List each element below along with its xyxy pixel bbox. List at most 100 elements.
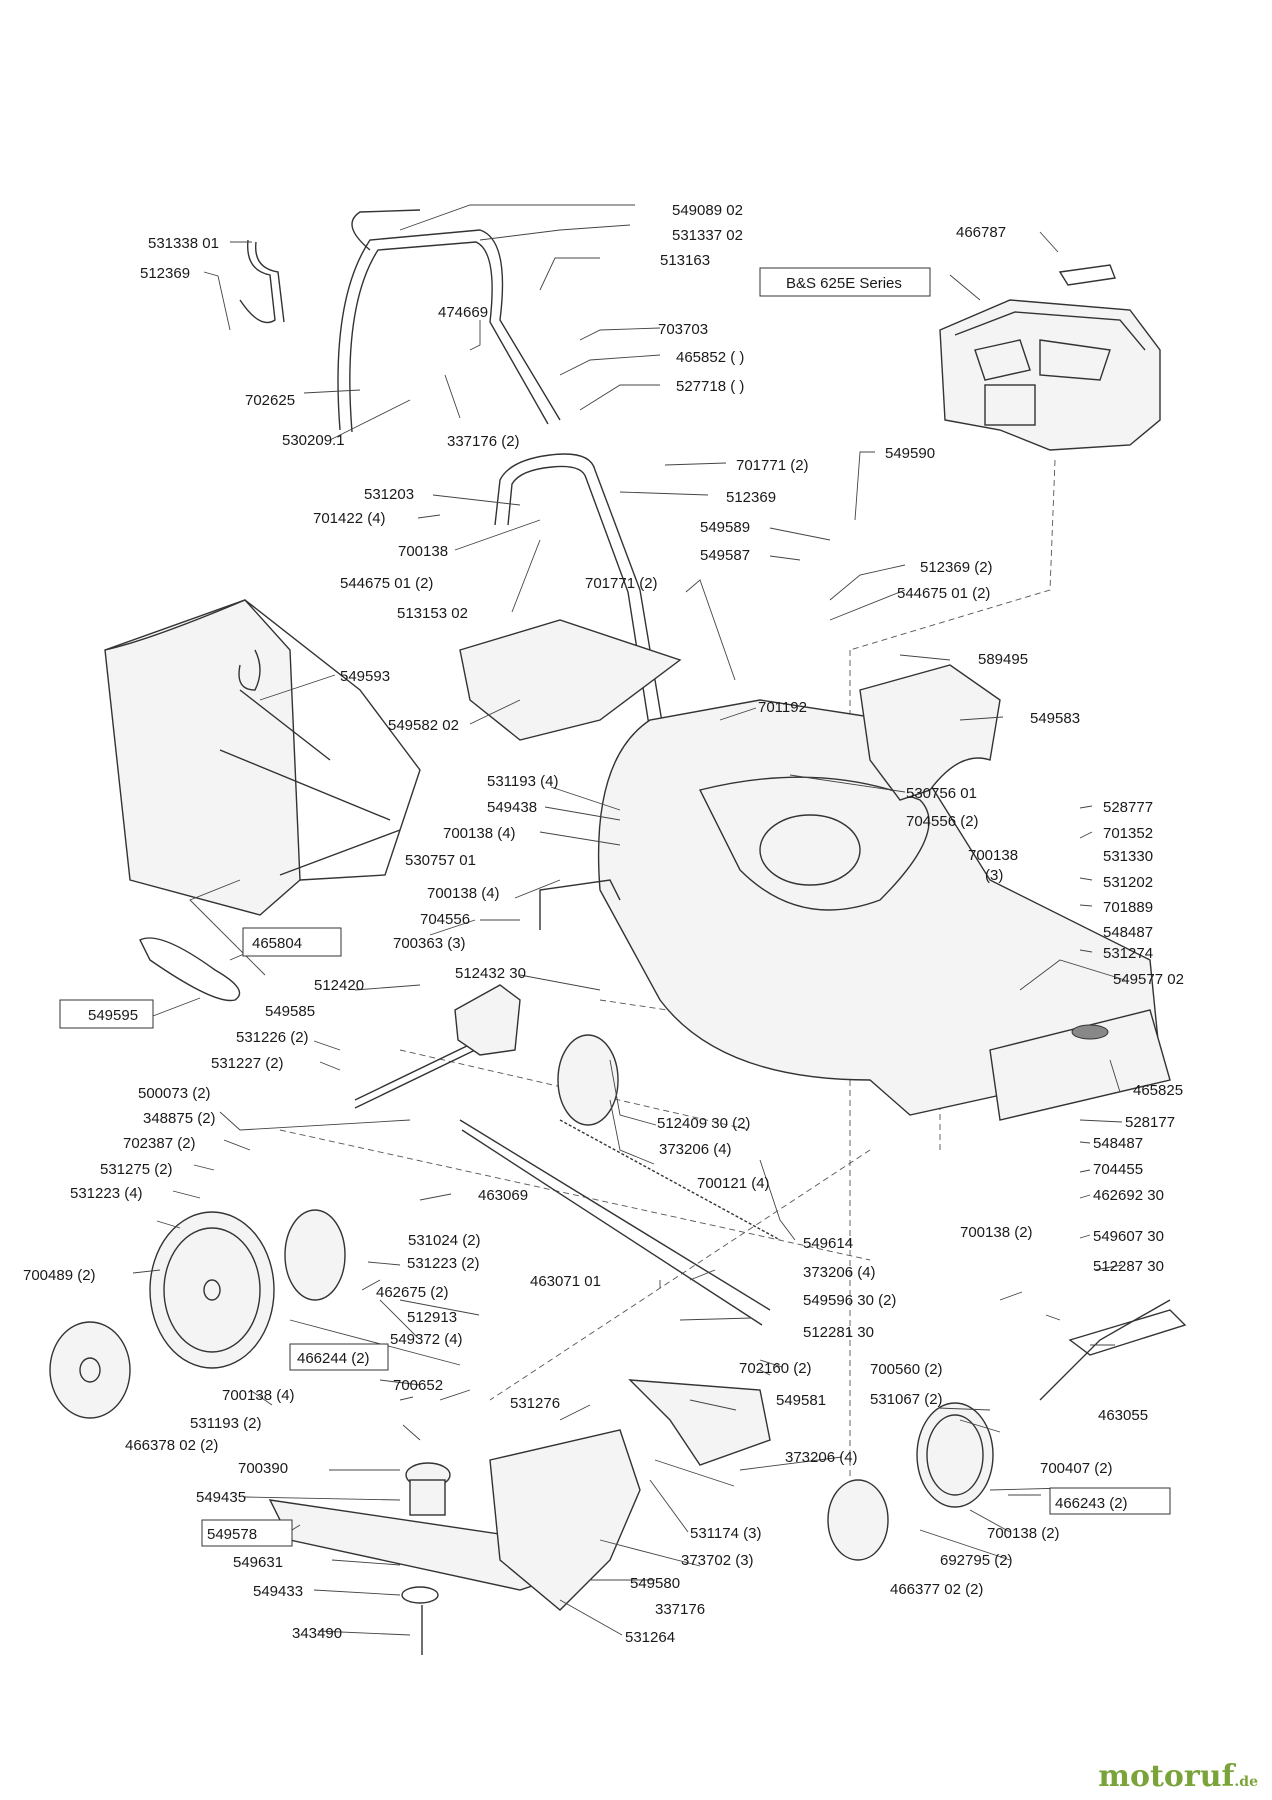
- part-label: 549614: [803, 1235, 853, 1252]
- watermark-tld: .de: [1234, 1774, 1258, 1790]
- part-label: 531274: [1103, 945, 1153, 962]
- part-label: 549587: [700, 547, 750, 564]
- handle-bracket-left: [239, 239, 285, 324]
- part-label: 531330: [1103, 848, 1153, 865]
- part-label: 700138: [398, 543, 448, 560]
- lower-handle: [494, 453, 671, 771]
- part-label: 704556: [420, 911, 470, 928]
- upper-handle: [337, 209, 561, 433]
- engine-series-label: B&S 625E Series: [786, 275, 902, 292]
- watermark-logo: motoruf.de: [1098, 1759, 1258, 1794]
- part-label: 528777: [1103, 799, 1153, 816]
- v-belt: [139, 937, 241, 1002]
- part-label: 531227 (2): [211, 1055, 284, 1072]
- grass-bag: [104, 599, 421, 916]
- part-label: 589495: [978, 651, 1028, 668]
- part-label: 701889: [1103, 899, 1153, 916]
- part-label: 549438: [487, 799, 537, 816]
- part-label: 549596 30 (2): [803, 1292, 896, 1309]
- part-label: 343490: [292, 1625, 342, 1642]
- part-label: 337176 (2): [447, 433, 520, 450]
- part-label: 513163: [660, 252, 710, 269]
- engine-decal: [1058, 264, 1116, 286]
- part-label: 466787: [956, 224, 1006, 241]
- part-label: 466378 02 (2): [125, 1437, 218, 1454]
- part-label: 700138 (4): [427, 885, 500, 902]
- part-label: 549372 (4): [390, 1331, 463, 1348]
- gearbox-axle: [354, 984, 619, 1126]
- part-label-boxed: 465804: [252, 935, 302, 952]
- part-label: 531203: [364, 486, 414, 503]
- part-label: 702625: [245, 392, 295, 409]
- part-label: 700138: [968, 847, 1018, 864]
- part-label: 703703: [658, 321, 708, 338]
- part-label: 463069: [478, 1187, 528, 1204]
- part-label: 531337 02: [672, 227, 743, 244]
- part-label: (3): [985, 867, 1003, 884]
- part-label: 373206 (4): [785, 1449, 858, 1466]
- part-label: 465852 ( ): [676, 349, 744, 366]
- part-label: 531024 (2): [408, 1232, 481, 1249]
- part-label: 548487: [1093, 1135, 1143, 1152]
- part-label: 549581: [776, 1392, 826, 1409]
- part-label: 549590: [885, 445, 935, 462]
- part-label: 531223 (4): [70, 1185, 143, 1202]
- part-label: 348875 (2): [143, 1110, 216, 1127]
- part-label: 512913: [407, 1309, 457, 1326]
- part-label: 700652: [393, 1377, 443, 1394]
- part-label: 512369: [140, 265, 190, 282]
- part-label: 373702 (3): [681, 1552, 754, 1569]
- part-label: 704455: [1093, 1161, 1143, 1178]
- leader-lines: [132, 204, 1126, 1636]
- part-label: 702387 (2): [123, 1135, 196, 1152]
- part-label: 462675 (2): [376, 1284, 449, 1301]
- part-label: 700560 (2): [870, 1361, 943, 1378]
- part-label: 700363 (3): [393, 935, 466, 952]
- part-label: 512369 (2): [920, 559, 993, 576]
- part-label: 527718 ( ): [676, 378, 744, 395]
- label-boxes: [59, 267, 1171, 1547]
- part-label-boxed: 549595: [88, 1007, 138, 1024]
- part-label: 692795 (2): [940, 1552, 1013, 1569]
- part-label: 474669: [438, 304, 488, 321]
- part-label: 463055: [1098, 1407, 1148, 1424]
- part-label: 531174 (3): [690, 1525, 761, 1542]
- part-label: 512420: [314, 977, 364, 994]
- part-label: 701352: [1103, 825, 1153, 842]
- part-label: 528177: [1125, 1114, 1175, 1131]
- deflector-plate: [459, 619, 682, 741]
- rear-cover: [859, 664, 1001, 801]
- part-label: 549433: [253, 1583, 303, 1600]
- blade-assembly: [268, 1379, 771, 1655]
- part-label: 544675 01 (2): [897, 585, 990, 602]
- part-number-labels: 549089 02 531337 02 513163 531338 01 512…: [23, 202, 1184, 1646]
- part-label: 549607 30: [1093, 1228, 1164, 1245]
- part-label: 373206 (4): [803, 1264, 876, 1281]
- part-label: 704556 (2): [906, 813, 979, 830]
- part-label: 500073 (2): [138, 1085, 211, 1102]
- part-label: 531067 (2): [870, 1391, 943, 1408]
- part-label: 700489 (2): [23, 1267, 96, 1284]
- part-label: 544675 01 (2): [340, 575, 433, 592]
- part-label: 549589: [700, 519, 750, 536]
- part-label: 549585: [265, 1003, 315, 1020]
- part-label: 701771 (2): [736, 457, 809, 474]
- part-label-boxed: 466243 (2): [1055, 1495, 1128, 1512]
- part-label: 531275 (2): [100, 1161, 173, 1178]
- part-label-boxed: 549578: [207, 1526, 257, 1543]
- rear-wheel-left: [49, 1209, 346, 1419]
- part-label: 700138 (2): [987, 1525, 1060, 1542]
- part-label: 549580: [630, 1575, 680, 1592]
- part-label: 701771 (2): [585, 575, 658, 592]
- part-label-boxed: 466244 (2): [297, 1350, 370, 1367]
- part-label: 512432 30: [455, 965, 526, 982]
- engine: [939, 299, 1161, 451]
- part-label: 702160 (2): [739, 1360, 812, 1377]
- part-label: 463071 01: [530, 1273, 601, 1290]
- part-label: 531223 (2): [407, 1255, 480, 1272]
- part-label: 701422 (4): [313, 510, 386, 527]
- part-label: 700121 (4): [697, 1175, 770, 1192]
- front-wheel-right: [827, 1299, 1187, 1561]
- part-label: 549577 02: [1113, 971, 1184, 988]
